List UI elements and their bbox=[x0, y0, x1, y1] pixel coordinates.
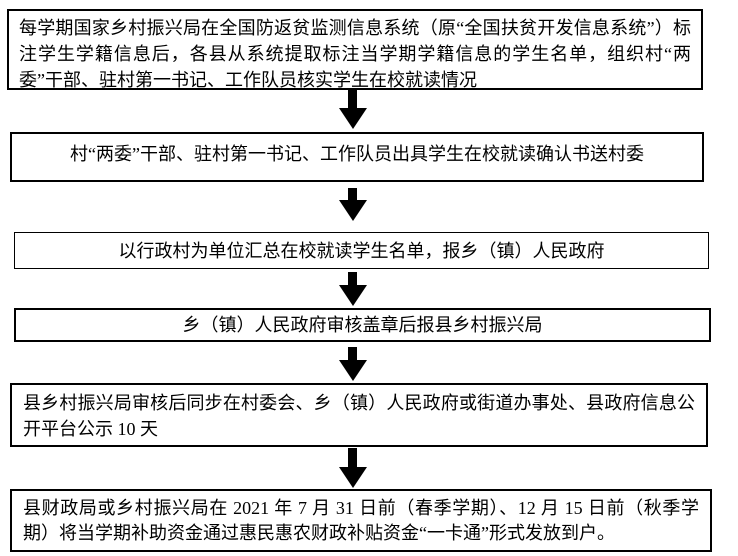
arrow-head-down-icon bbox=[338, 467, 367, 488]
flow-arrow-4 bbox=[338, 347, 367, 381]
flow-arrow-2 bbox=[338, 188, 367, 221]
arrow-stem bbox=[348, 188, 357, 200]
flow-step-2: 村“两委”干部、驻村第一书记、工作队员出具学生在校就读确认书送村委 bbox=[10, 132, 704, 182]
flow-step-2-text: 村“两委”干部、驻村第一书记、工作队员出具学生在校就读确认书送村委 bbox=[70, 144, 644, 164]
arrow-stem bbox=[348, 90, 357, 108]
flow-step-6: 县财政局或乡村振兴局在 2021 年 7 月 31 日前（春季学期）、12 月 … bbox=[10, 489, 712, 552]
flow-step-5: 县乡村振兴局审核后同步在村委会、乡（镇）人民政府或街道办事处、县政府信息公开平台… bbox=[10, 383, 708, 447]
flow-step-6-text: 县财政局或乡村振兴局在 2021 年 7 月 31 日前（春季学期）、12 月 … bbox=[23, 498, 699, 543]
flow-step-4: 乡（镇）人民政府审核盖章后报县乡村振兴局 bbox=[14, 308, 711, 342]
arrow-stem bbox=[348, 448, 357, 467]
flow-step-3: 以行政村为单位汇总在校就读学生名单，报乡（镇）人民政府 bbox=[14, 232, 709, 269]
arrow-head-down-icon bbox=[338, 200, 367, 221]
flow-step-1: 每学期国家乡村振兴局在全国防返贫监测信息系统（原“全国扶贫开发信息系统”）标注学… bbox=[7, 9, 703, 90]
flow-step-3-text: 以行政村为单位汇总在校就读学生名单，报乡（镇）人民政府 bbox=[118, 240, 605, 261]
arrow-head-down-icon bbox=[338, 360, 367, 381]
flow-arrow-1 bbox=[338, 90, 367, 129]
flow-arrow-3 bbox=[338, 272, 367, 306]
arrow-head-down-icon bbox=[338, 108, 367, 129]
arrow-stem bbox=[348, 347, 357, 360]
flow-arrow-5 bbox=[338, 448, 367, 488]
flow-step-1-text: 每学期国家乡村振兴局在全国防返贫监测信息系统（原“全国扶贫开发信息系统”）标注学… bbox=[19, 18, 691, 90]
arrow-head-down-icon bbox=[338, 285, 367, 306]
flow-step-4-text: 乡（镇）人民政府审核盖章后报县乡村振兴局 bbox=[182, 315, 543, 335]
flow-step-5-text: 县乡村振兴局审核后同步在村委会、乡（镇）人民政府或街道办事处、县政府信息公开平台… bbox=[23, 393, 695, 439]
arrow-stem bbox=[348, 272, 357, 285]
